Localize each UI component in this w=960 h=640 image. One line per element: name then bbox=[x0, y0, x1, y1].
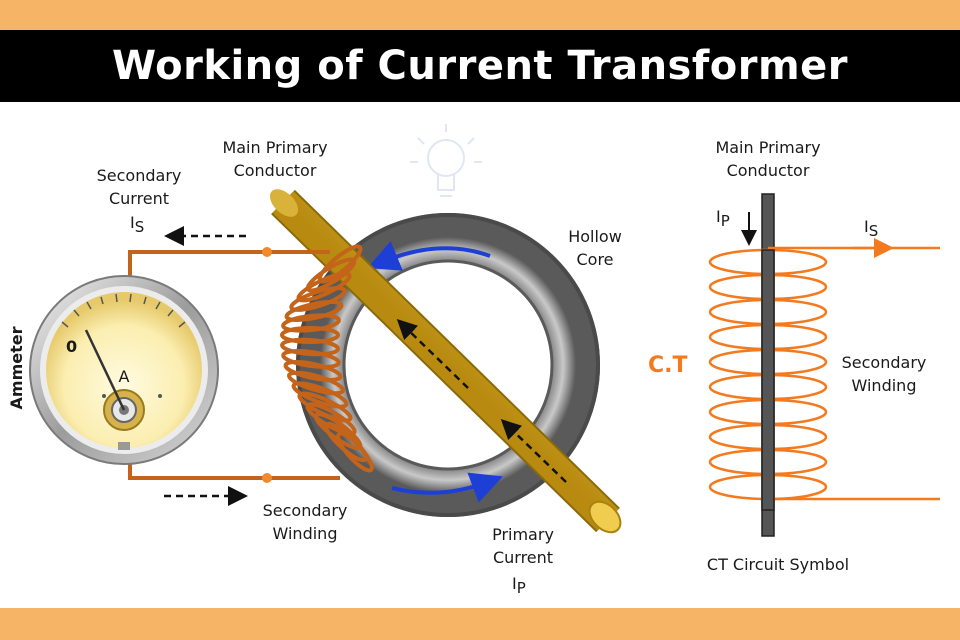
hollow-core-label-line1: Hollow bbox=[568, 227, 622, 246]
flux-arrow-top bbox=[367, 241, 491, 271]
symbol-ip-label: IP bbox=[716, 207, 730, 230]
flux-arrow-bottom bbox=[391, 472, 503, 503]
meter-needle bbox=[84, 329, 126, 411]
symbol-conductor-label-line2: Conductor bbox=[727, 161, 810, 180]
ct-label: C.T bbox=[648, 353, 688, 378]
lightbulb-icon bbox=[410, 124, 482, 197]
meter-zero-label: 0 bbox=[66, 337, 77, 356]
ct-circuit-symbol-caption: CT Circuit Symbol bbox=[707, 555, 849, 574]
lead-junction-bottom bbox=[262, 473, 272, 483]
primary-current-arrow-lower bbox=[500, 419, 567, 483]
symbol-conductor-front bbox=[761, 249, 775, 511]
diagram-canvas: 0 A Ammeter Main Primary Conductor Secon… bbox=[0, 102, 960, 608]
meter-scale bbox=[61, 293, 186, 328]
ct-diagram: 0 A Ammeter Main Primary Conductor Secon… bbox=[7, 124, 940, 597]
page-title: Working of Current Transformer bbox=[111, 43, 849, 89]
top-band bbox=[0, 0, 960, 30]
secondary-winding-coil bbox=[280, 244, 374, 473]
title-bar: Working of Current Transformer bbox=[0, 30, 960, 102]
ct-circuit-symbol: Main Primary Conductor bbox=[648, 138, 940, 574]
ammeter-gauge: 0 A bbox=[29, 275, 219, 465]
is-symbol-left: IS bbox=[130, 213, 144, 236]
meter-unit-label: A bbox=[119, 367, 130, 386]
primary-current-label-line2: Current bbox=[493, 548, 553, 567]
symbol-winding-label-line2: Winding bbox=[852, 376, 917, 395]
main-primary-conductor-label-line2: Conductor bbox=[234, 161, 317, 180]
symbol-is-label: IS bbox=[864, 217, 878, 240]
ip-symbol-left: IP bbox=[512, 574, 526, 597]
primary-current-label-line1: Primary bbox=[492, 525, 554, 544]
symbol-secondary-coil bbox=[708, 246, 940, 501]
secondary-current-label-line1: Secondary bbox=[97, 166, 182, 185]
ammeter-label: Ammeter bbox=[7, 326, 26, 409]
lead-junction-top bbox=[262, 247, 272, 257]
bottom-band bbox=[0, 608, 960, 640]
secondary-winding-label-line2: Winding bbox=[273, 524, 338, 543]
symbol-conductor-label-line1: Main Primary bbox=[715, 138, 820, 157]
secondary-winding-label-line1: Secondary bbox=[263, 501, 348, 520]
primary-current-arrow-upper bbox=[396, 319, 469, 389]
hollow-core-label-line2: Core bbox=[576, 250, 613, 269]
secondary-current-label-line2: Current bbox=[109, 189, 169, 208]
symbol-winding-label-line1: Secondary bbox=[842, 353, 927, 372]
main-primary-conductor-label-line1: Main Primary bbox=[222, 138, 327, 157]
